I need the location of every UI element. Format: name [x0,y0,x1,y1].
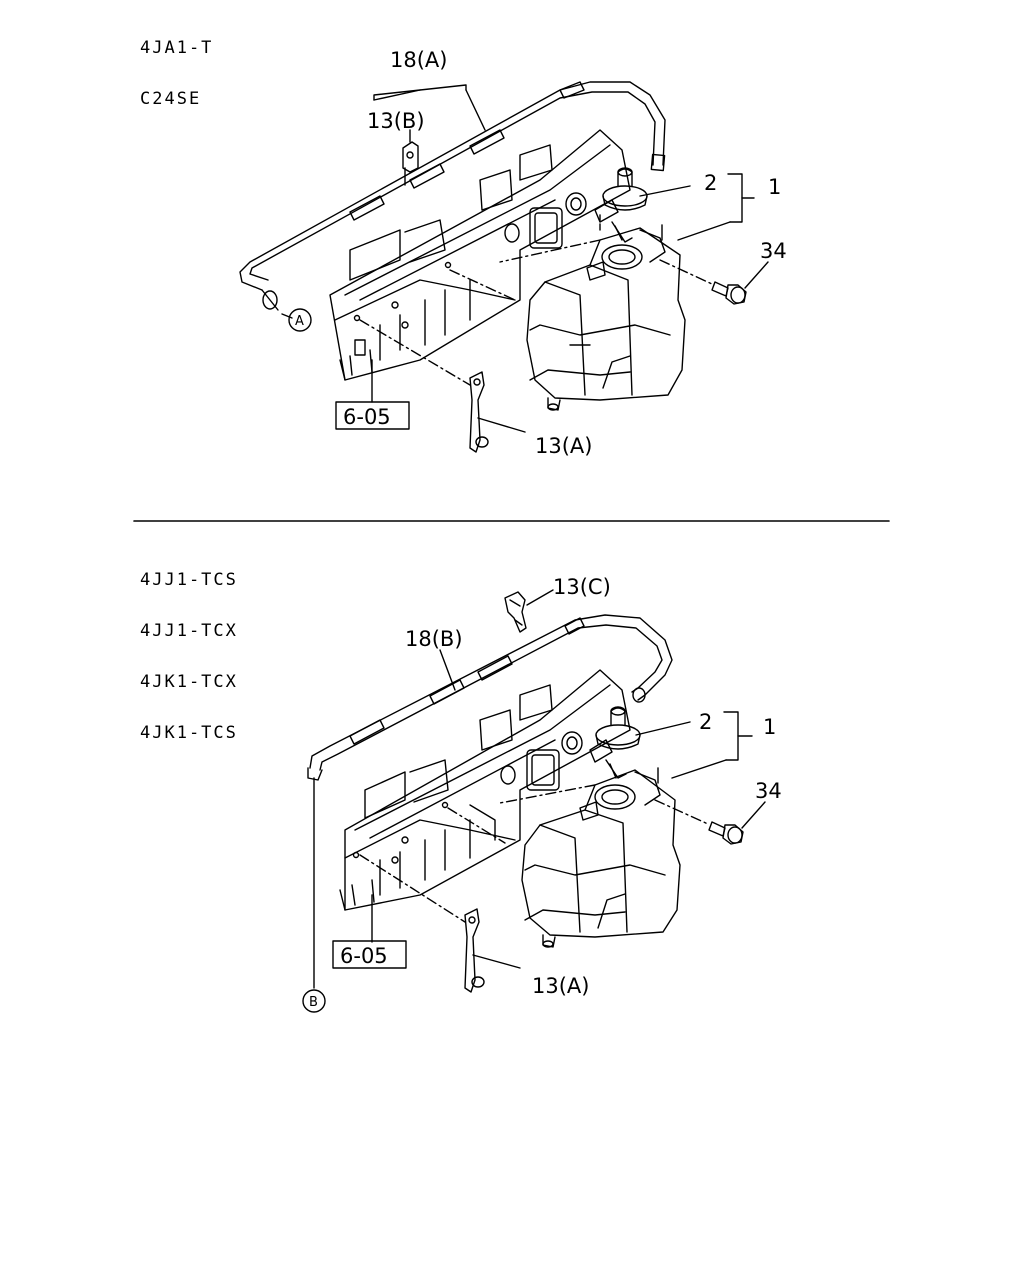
reservoir-cap-top [594,167,648,243]
engine-codes-top: 4JA1-T C24SE [140,6,213,125]
callout-tank-bottom: 1 [763,715,776,739]
ref-box-bottom [332,940,407,969]
callout-cap-top: 2 [704,171,717,195]
engine-code: 4JK1-TCX [140,672,238,692]
callout-clip-b-top: 13(B) [367,109,425,133]
clip-13b-top [402,141,419,186]
engine-code: 4JK1-TCS [140,723,238,743]
connector-b-label: B [309,995,318,1010]
callout-hose-bottom: 18(B) [405,627,463,651]
callout-bracket-bottom: 13(A) [532,974,589,998]
engine-code: 4JJ1-TCX [140,621,238,641]
frame-rail-bottom [339,669,631,911]
bracket-13a-top [469,371,489,453]
bracket-13a-bottom [464,908,485,993]
frame-rail-top [329,129,631,381]
callout-tank-top: 1 [768,175,781,199]
callout-bracket-top: 13(A) [535,434,592,458]
connector-b-circle [302,989,326,1013]
engine-code: C24SE [140,89,202,109]
leader-lines-top [281,84,769,433]
bolt-34-top [711,281,747,305]
top-assembly [239,81,769,453]
ref-label-top: 6-05 [343,405,391,429]
callout-hose-top: 18(A) [390,48,447,72]
ref-box-top [335,401,410,430]
engine-code: 4JJ1-TCS [140,570,238,590]
reservoir-cap-bottom [589,706,641,779]
leader-lines-bottom [313,589,766,989]
overflow-hose-top [239,81,666,311]
reservoir-tank-bottom [521,767,681,948]
callout-bolt-bottom: 34 [755,779,782,803]
callout-clip-c-bottom: 13(C) [553,575,611,599]
clip-13c-bottom [504,591,527,633]
connector-a-label: A [295,314,304,329]
engine-codes-bottom: 4JJ1-TCS 4JJ1-TCX 4JK1-TCX 4JK1-TCS [140,538,238,759]
callout-cap-bottom: 2 [699,710,712,734]
reservoir-tank-top [526,224,686,411]
bolt-34-bottom [708,821,744,845]
engine-code: 4JA1-T [140,38,214,58]
callout-bolt-top: 34 [760,239,787,263]
overflow-hose-bottom [307,614,673,781]
ref-label-bottom: 6-05 [340,944,388,968]
connector-a-circle [288,308,312,332]
bottom-assembly [302,589,766,1013]
